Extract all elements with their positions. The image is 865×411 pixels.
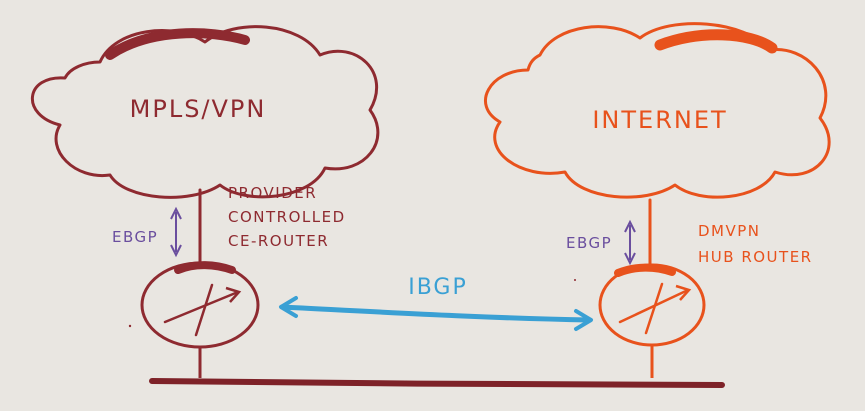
left-ebgp-arrow xyxy=(170,206,182,258)
internet-label: INTERNET xyxy=(592,106,727,134)
left-ebgp-label: EBGP xyxy=(112,228,158,246)
right-ebgp-arrow xyxy=(624,219,636,266)
right-ebgp-label: EBGP xyxy=(566,234,612,252)
left-caption-line-1: PROVIDER xyxy=(228,184,317,202)
right-caption-line-2: HUB ROUTER xyxy=(698,248,813,266)
right-caption-line-1: DMVPN xyxy=(698,222,761,240)
right-router-group: EBGP DMVPN HUB ROUTER xyxy=(566,198,813,378)
left-caption-line-3: CE-ROUTER xyxy=(228,232,329,250)
internet-cloud: INTERNET xyxy=(484,22,831,199)
mpls-vpn-label: MPLS/VPN xyxy=(130,95,267,123)
ibgp-label: IBGP xyxy=(408,275,468,300)
left-router-icon xyxy=(140,261,260,378)
left-caption-line-2: CONTROLLED xyxy=(228,208,346,226)
ibgp-link: IBGP xyxy=(279,275,593,331)
mpls-vpn-cloud: MPLS/VPN xyxy=(31,25,380,199)
right-router-icon xyxy=(598,263,706,378)
left-router-group: EBGP PROVIDER CONTROLLED CE-ROUTER xyxy=(112,184,346,378)
ink-speck xyxy=(574,279,576,281)
ink-speck xyxy=(128,324,132,328)
lan-segment-line xyxy=(149,378,725,388)
